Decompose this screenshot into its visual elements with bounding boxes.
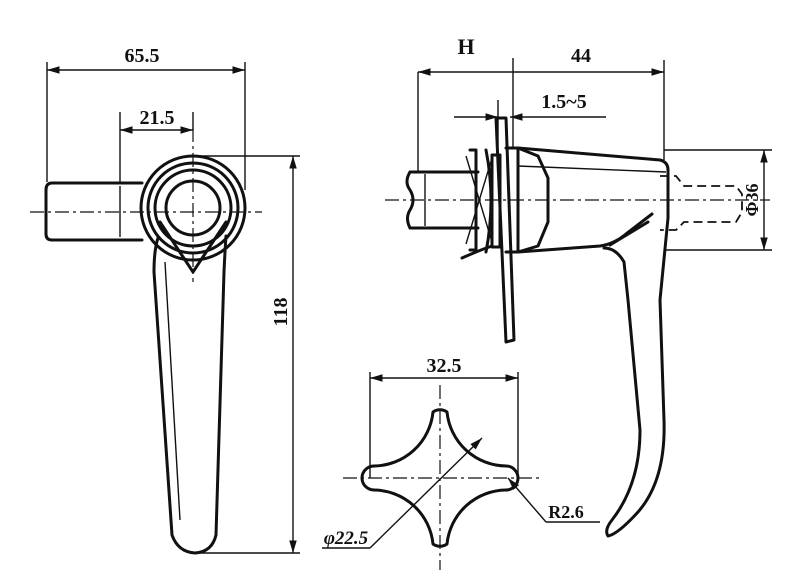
dim-hole-diameter: φ22.5 xyxy=(322,437,483,549)
dim-overall-width: 65.5 xyxy=(46,45,246,190)
side-lever-edge xyxy=(608,220,650,247)
front-lever-blade xyxy=(152,234,228,555)
front-view: 65.5 21.5 118 xyxy=(30,45,300,555)
front-lever-inner-line xyxy=(164,261,181,521)
hole-view: 32.5 φ22.5 R2.6 xyxy=(322,355,600,570)
dim-overall-height: 118 xyxy=(198,155,300,554)
side-view: H 44 1.5~5 Φ36 xyxy=(385,34,772,538)
dim-text-phi36: Φ36 xyxy=(742,184,762,217)
dim-text-1-5-5: 1.5~5 xyxy=(541,91,586,113)
side-lever xyxy=(602,194,670,538)
side-shaft xyxy=(405,170,480,230)
front-shaft-stub xyxy=(44,181,144,242)
dim-pivot-offset: 21.5 xyxy=(119,107,194,182)
dim-text-phi22-5: φ22.5 xyxy=(324,528,369,549)
dim-body-diameter: Φ36 xyxy=(664,149,772,251)
dim-lobe-radius: R2.6 xyxy=(507,477,600,523)
side-panel xyxy=(494,116,516,344)
dim-text-65-5: 65.5 xyxy=(125,45,160,67)
dim-hole-width: 32.5 xyxy=(369,355,519,478)
front-rosette xyxy=(139,154,247,274)
dim-panel-range: 1.5~5 xyxy=(454,91,606,145)
dim-body-length: H 44 xyxy=(417,34,665,172)
dim-text-r2-6: R2.6 xyxy=(548,502,584,522)
dim-text-h: H xyxy=(457,34,474,59)
side-nut-spring xyxy=(460,148,502,260)
dim-text-32-5: 32.5 xyxy=(427,355,462,377)
dim-text-44: 44 xyxy=(571,45,591,67)
dim-text-21-5: 21.5 xyxy=(140,107,175,129)
side-key-outline xyxy=(660,175,743,231)
dim-text-118: 118 xyxy=(270,298,292,327)
